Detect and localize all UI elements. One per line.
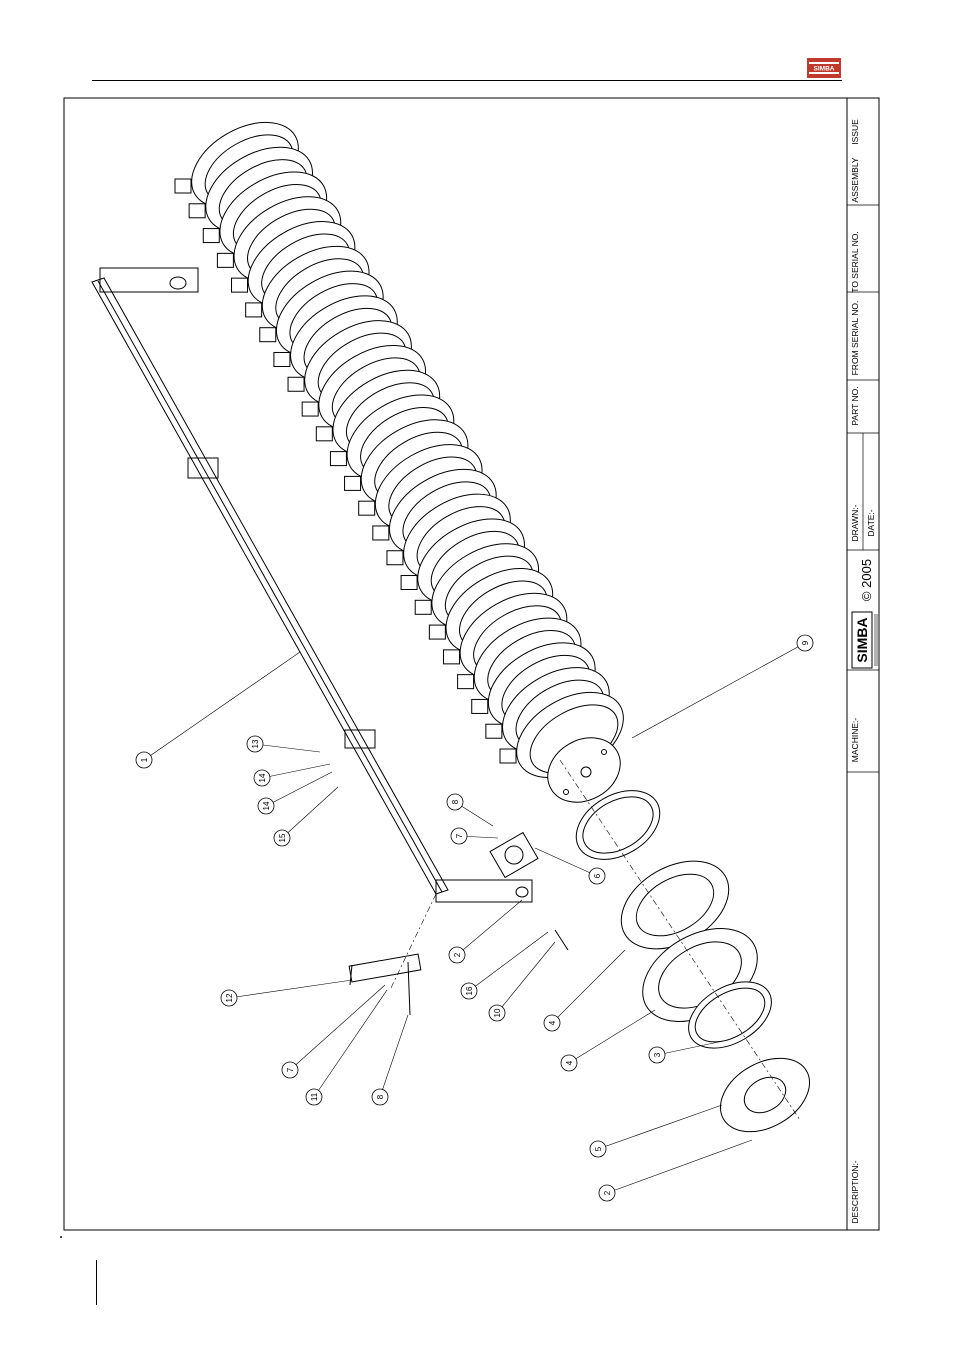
callout-label: 6 [593,873,602,878]
leader-line [632,643,805,738]
leader-line [497,942,555,1013]
exploded-parts [349,777,822,1147]
part-no-label: PART NO. [850,386,860,425]
callout-label: 11 [310,1092,319,1101]
callout-16: 16 [461,932,548,999]
machine-label: MACHINE:- [850,718,860,763]
leader-line [457,900,522,955]
leader-line [380,1015,408,1097]
leader-line [144,652,300,760]
description-label: DESCRIPTION:- [850,1160,860,1223]
callout-label: 3 [653,1052,662,1057]
leader-line [569,1010,655,1063]
callout-label: 14 [262,801,271,810]
callout-label: 10 [493,1008,502,1017]
callout-label: 13 [251,739,260,748]
callout-label: 7 [286,1067,295,1072]
margin-rule [96,1260,97,1305]
callout-8: 8 [447,794,493,826]
callout-10: 10 [489,942,555,1021]
callout-7: 7 [282,985,385,1078]
drawn-label: DRAWN:- [850,504,860,541]
callout-11: 11 [306,990,387,1105]
callout-label: 8 [451,799,460,804]
leader-line [229,980,352,998]
callout-2: 2 [449,900,522,963]
leader-line [262,764,330,778]
callout-label: 15 [278,833,287,842]
title-block-logo-text: SIMBA [854,617,870,662]
callout-4: 4 [544,950,625,1031]
callout-2: 2 [599,1140,752,1201]
callout-label: 4 [565,1060,574,1065]
leader-line [598,1105,722,1149]
callout-15: 15 [274,787,338,846]
leader-line [607,1140,752,1193]
callout-4: 4 [561,1010,655,1071]
callout-label: 7 [455,833,464,838]
callout-1: 1 [136,652,300,768]
leader-line [255,744,320,752]
leader-line [282,787,338,838]
copyright-text: © 2005 [859,559,874,601]
callout-13: 13 [247,736,320,752]
leader-line [314,990,387,1097]
margin-dot [60,1236,62,1238]
from-serial-label: FROM SERIAL NO. [850,301,860,376]
callout-5: 5 [590,1105,722,1157]
callout-14: 14 [254,764,330,786]
callout-label: 4 [548,1020,557,1025]
date-label: DATE:- [866,509,876,536]
callout-label: 2 [453,952,462,957]
callout-label: 1 [140,757,149,762]
leader-line [469,932,548,991]
callout-label: 14 [258,773,267,782]
callout-label: 5 [594,1146,603,1151]
callout-8: 8 [372,1015,408,1105]
issue-label: ISSUE [850,119,860,145]
assembly-label: ASSEMBLY [850,157,860,203]
callout-9: 9 [632,635,813,738]
callout-label: 12 [225,993,234,1002]
to-serial-label: TO SERIAL NO. [850,231,860,292]
callout-7: 7 [451,828,498,844]
leader-line [290,985,385,1070]
title-block-logo: SIMBA [852,612,877,668]
callout-label: 9 [801,640,810,645]
callout-label: 2 [603,1190,612,1195]
callout-label: 8 [376,1094,385,1099]
crumbler-roller [175,105,638,795]
leader-line [552,950,625,1023]
callout-12: 12 [221,980,352,1006]
leader-line [266,772,332,806]
callout-label: 16 [465,986,474,995]
